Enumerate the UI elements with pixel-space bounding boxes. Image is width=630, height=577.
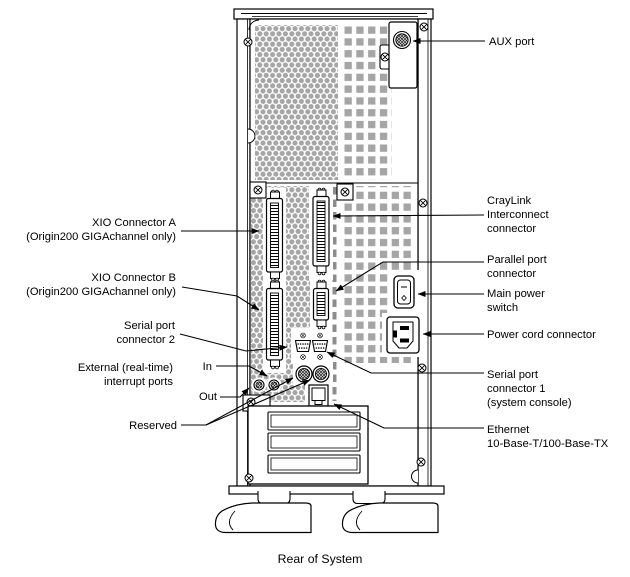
label-serial-port-2: Serial port connector 2 bbox=[117, 320, 176, 346]
leader-xio-b bbox=[181, 286, 260, 311]
screw bbox=[340, 187, 350, 197]
parallel-port-connector bbox=[312, 279, 330, 330]
label-aux-port: AUX port bbox=[489, 36, 535, 48]
label-text: Serial port bbox=[124, 320, 176, 332]
label-reserved: Reserved bbox=[129, 420, 177, 432]
screw bbox=[417, 363, 427, 373]
slot-cover-1 bbox=[267, 411, 361, 431]
foot-left-contour bbox=[229, 510, 236, 531]
leader-in bbox=[216, 365, 268, 377]
label-text: switch bbox=[487, 302, 518, 314]
screw bbox=[244, 473, 254, 483]
label-text: XIO Connector A bbox=[92, 217, 176, 229]
label-text: connector bbox=[487, 223, 536, 235]
power-cord-connector bbox=[386, 316, 420, 354]
screw bbox=[317, 332, 323, 339]
screw bbox=[317, 354, 323, 360]
foot-right bbox=[341, 502, 439, 534]
ethernet-port bbox=[308, 384, 329, 407]
foot-right-contour bbox=[356, 510, 363, 531]
label-text: Ethernet bbox=[487, 424, 530, 436]
label-main-power-switch: Main power switch bbox=[487, 288, 545, 314]
label-text: connector bbox=[487, 268, 536, 280]
label-out: Out bbox=[199, 391, 218, 403]
base-bar bbox=[228, 485, 445, 495]
foot-left bbox=[214, 502, 312, 534]
foot-right-stem bbox=[352, 491, 386, 505]
leader-parallel-port bbox=[335, 261, 484, 292]
label-external-interrupt: External (real-time) interrupt ports bbox=[78, 362, 174, 388]
label-craylink: CrayLink Interconnect connector bbox=[487, 195, 549, 235]
xio-connector-b bbox=[265, 279, 284, 370]
right-rail-notch bbox=[411, 469, 419, 484]
expansion-slots bbox=[247, 405, 369, 485]
craylink-connector bbox=[312, 187, 330, 276]
reserved-port-right bbox=[312, 365, 330, 383]
label-text: Parallel port bbox=[487, 254, 548, 266]
label-text: 10-Base-T/100-Base-TX bbox=[487, 438, 609, 450]
screw bbox=[300, 354, 306, 360]
leader-ethernet bbox=[333, 403, 484, 429]
label-xio-connector-a: XIO Connector A (Origin200 GIGAchannel o… bbox=[26, 217, 176, 243]
leader-serial-2 bbox=[179, 333, 288, 352]
power-switch bbox=[393, 275, 415, 309]
reserved-port-left bbox=[295, 365, 313, 383]
label-text: External (real-time) bbox=[78, 362, 173, 374]
screw bbox=[300, 332, 306, 339]
label-text: connector 1 bbox=[487, 383, 545, 395]
label-text: CrayLink bbox=[487, 195, 532, 207]
label-text: (Origin200 GIGAchannel only) bbox=[26, 231, 176, 243]
base-and-feet bbox=[214, 485, 445, 534]
screw bbox=[416, 457, 426, 467]
slot-cover-3 bbox=[267, 454, 361, 474]
right-rail bbox=[417, 18, 432, 487]
label-power-cord: Power cord connector bbox=[487, 329, 596, 341]
slot-cover-2 bbox=[267, 432, 361, 452]
leader-out bbox=[220, 387, 250, 398]
label-text: (Origin200 GIGAchannel only) bbox=[26, 286, 176, 298]
label-text: Interconnect bbox=[487, 209, 549, 221]
vent-dots-upper bbox=[255, 25, 338, 180]
label-text: XIO Connector B bbox=[91, 272, 176, 284]
leader-lines bbox=[179, 38, 485, 429]
label-serial-port-1: Serial port connector 1 (system console) bbox=[487, 369, 572, 409]
foot-left-stem bbox=[257, 491, 291, 505]
label-ethernet: Ethernet 10-Base-T/100-Base-TX bbox=[487, 424, 609, 450]
label-in: In bbox=[203, 361, 212, 373]
leader-craylink bbox=[332, 212, 485, 219]
label-parallel-port: Parallel port connector bbox=[487, 254, 548, 280]
label-text: Main power bbox=[487, 288, 545, 300]
interrupt-out-port bbox=[253, 379, 265, 391]
label-xio-connector-b: XIO Connector B (Origin200 GIGAchannel o… bbox=[26, 272, 176, 298]
panel-corner-arc bbox=[248, 19, 260, 31]
xio-connector-a bbox=[265, 189, 284, 282]
callout-labels: XIO Connector A (Origin200 GIGAchannel o… bbox=[26, 36, 609, 450]
leader-serial-1 bbox=[326, 351, 484, 374]
serial-port-1 bbox=[311, 339, 329, 353]
screw bbox=[419, 22, 429, 32]
serial-port-2 bbox=[294, 339, 312, 353]
aux-plate bbox=[379, 21, 418, 89]
label-text: connector 2 bbox=[117, 334, 175, 346]
aux-port bbox=[392, 30, 412, 50]
screw bbox=[380, 52, 390, 62]
screw bbox=[243, 37, 253, 47]
label-text: (system console) bbox=[487, 397, 572, 409]
label-text: interrupt ports bbox=[104, 376, 173, 388]
screw bbox=[253, 185, 263, 195]
leader-reserved-2 bbox=[205, 379, 311, 426]
top-cap bbox=[233, 8, 434, 20]
screw bbox=[418, 198, 428, 208]
label-text: Serial port bbox=[487, 369, 539, 381]
figure-caption: Rear of System bbox=[278, 552, 363, 566]
